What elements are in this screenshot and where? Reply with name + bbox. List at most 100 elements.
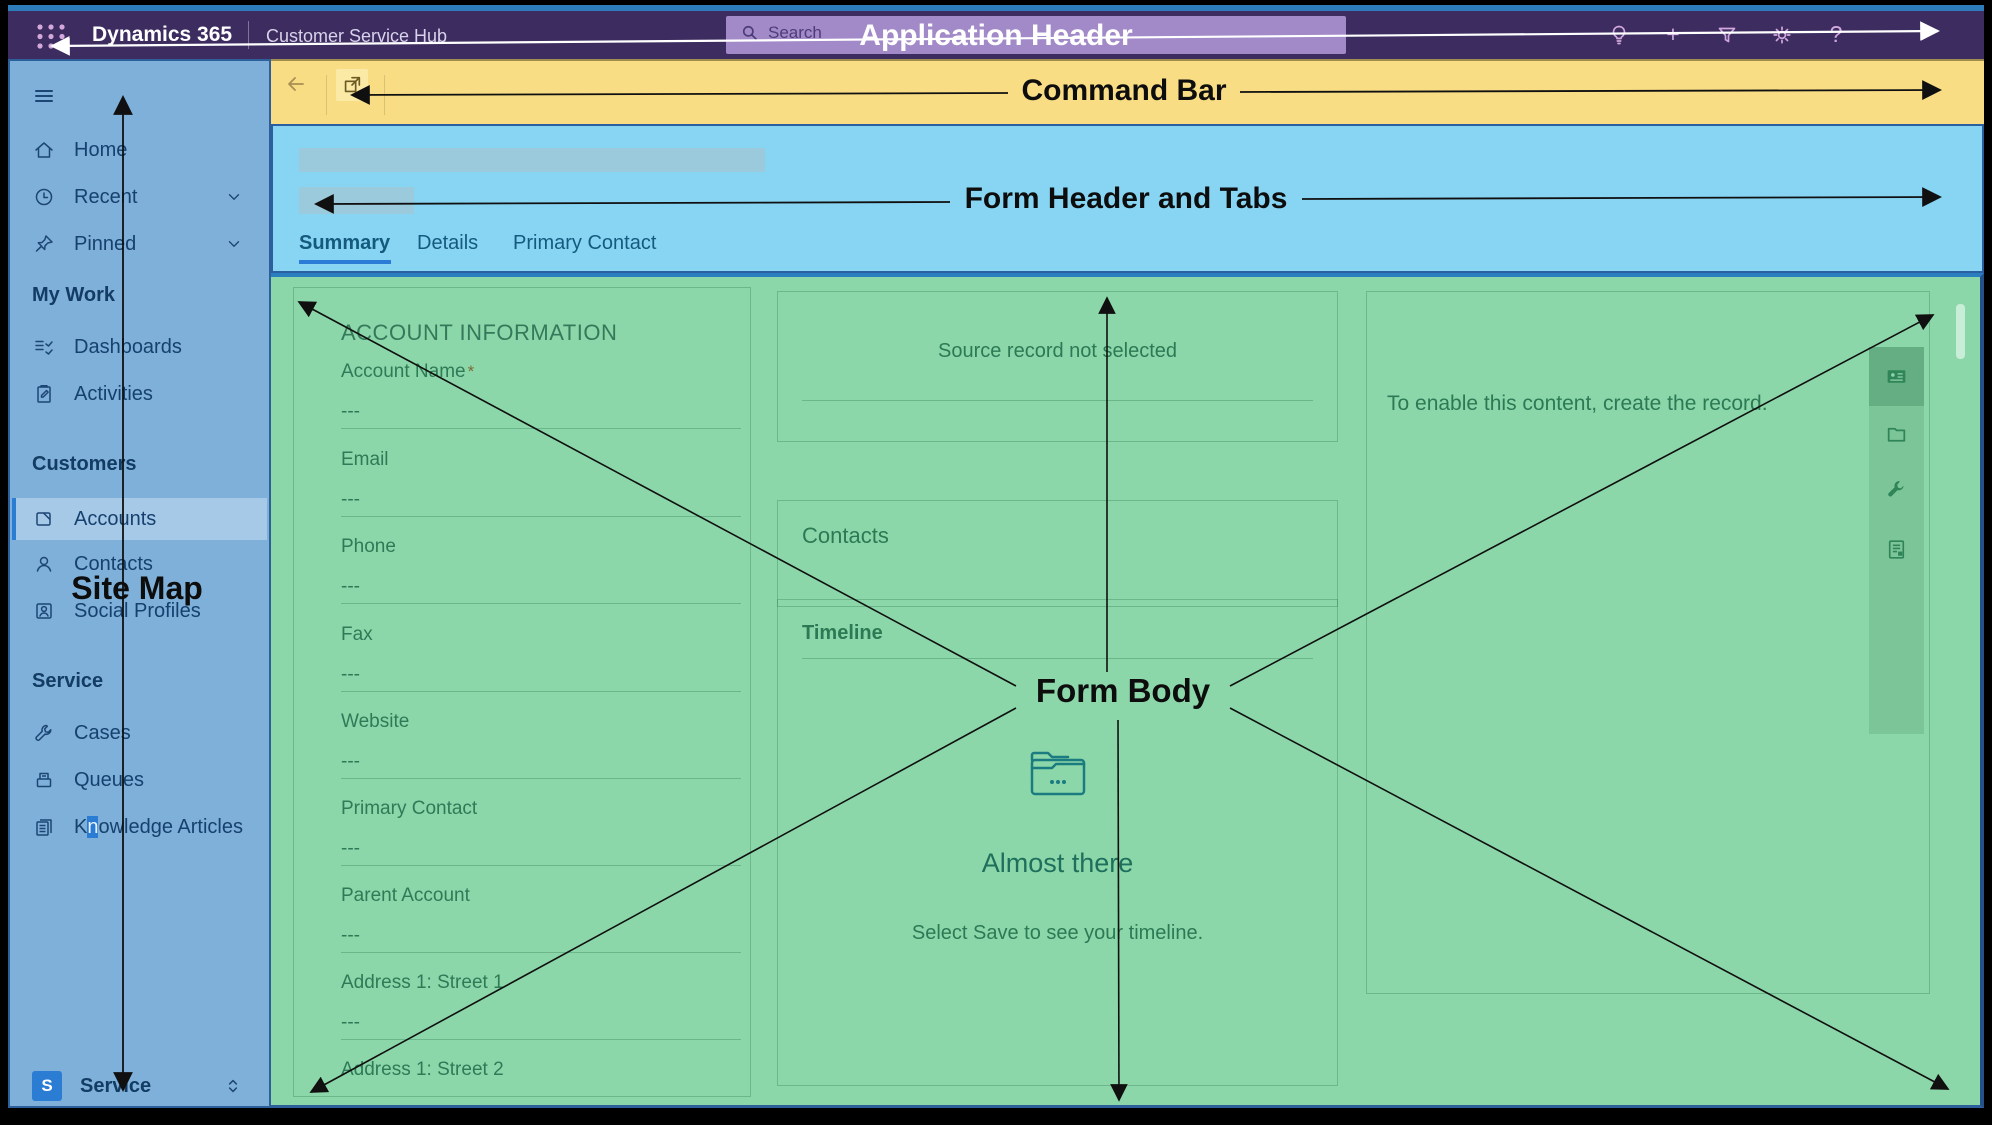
related-content-card: To enable this content, create the recor… <box>1366 291 1930 994</box>
header-divider <box>248 21 249 49</box>
field-label: Email <box>341 449 389 470</box>
folder-icon[interactable] <box>1884 422 1909 447</box>
application-header: Dynamics 365 Customer Service Hub Search… <box>8 11 1984 59</box>
contacts-icon <box>32 552 56 576</box>
field-value[interactable]: --- <box>341 838 360 859</box>
sidebar-item-knowledge-articles[interactable]: Knowledge Articles <box>12 808 267 846</box>
active-tab-underline <box>299 260 391 264</box>
sidebar-item-label: Recent <box>74 185 138 208</box>
sidebar-section-my-work: My Work <box>32 283 115 306</box>
field-label: Phone <box>341 536 396 557</box>
sidebar-item-label: Home <box>74 138 128 161</box>
area-switcher[interactable]: S Service <box>12 1064 267 1108</box>
brand-title[interactable]: Dynamics 365 <box>92 23 233 46</box>
search-icon <box>740 23 760 43</box>
chevron-up-down-icon <box>223 1076 243 1096</box>
required-marker: * <box>467 362 475 381</box>
field-row: Account Name* --- <box>341 361 741 429</box>
field-label: Fax <box>341 624 373 645</box>
chevron-down-icon[interactable] <box>225 188 243 206</box>
sidebar-item-contacts[interactable]: Contacts <box>12 545 267 583</box>
field-row: Website --- <box>341 711 741 779</box>
sidebar-item-social-profiles[interactable]: Social Profiles <box>12 592 267 630</box>
field-row: Email --- <box>341 449 741 517</box>
field-value[interactable]: --- <box>341 925 360 946</box>
sidebar-item-activities[interactable]: Activities <box>12 375 267 413</box>
field-value[interactable]: --- <box>341 751 360 772</box>
sidebar-item-recent[interactable]: Recent <box>12 178 267 216</box>
field-value[interactable]: --- <box>341 664 360 685</box>
header-skeleton-bar <box>299 148 765 172</box>
section-title: ACCOUNT INFORMATION <box>341 320 618 345</box>
tab-summary[interactable]: Summary <box>299 232 391 254</box>
field-row: Phone --- <box>341 536 741 604</box>
sitemap-toggle-button[interactable] <box>12 77 267 115</box>
sidebar-item-label: Cases <box>74 721 131 744</box>
help-icon[interactable]: ? <box>1829 21 1843 47</box>
form-tool-rail <box>1869 347 1924 734</box>
command-bar-separator <box>326 75 327 115</box>
sidebar-item-queues[interactable]: Queues <box>12 761 267 799</box>
field-row: Parent Account --- <box>341 885 741 953</box>
card-divider <box>802 400 1313 401</box>
field-value[interactable]: --- <box>341 1012 360 1033</box>
sidebar-item-label: Accounts <box>74 507 157 530</box>
wrench-icon[interactable] <box>1884 477 1909 502</box>
lightbulb-icon[interactable] <box>1607 23 1631 47</box>
sidebar-item-home[interactable]: Home <box>12 131 267 169</box>
sidebar-item-dashboards[interactable]: Dashboards <box>12 328 267 366</box>
filter-icon[interactable] <box>1715 23 1739 47</box>
field-value[interactable]: --- <box>341 489 360 510</box>
timeline-folder-icon <box>1026 744 1090 800</box>
sidebar-item-accounts[interactable]: Accounts <box>12 498 267 540</box>
timeline-empty-title: Almost there <box>981 848 1134 878</box>
hamburger-icon <box>32 84 56 108</box>
header-skeleton-bar <box>299 187 414 214</box>
accounts-icon <box>32 507 56 531</box>
form-header-region: Summary Details Primary Contact <box>271 124 1984 273</box>
account-information-card: ACCOUNT INFORMATION Account Name* --- Em… <box>293 287 751 1097</box>
field-label: Address 1: Street 1 <box>341 972 504 993</box>
search-placeholder: Search <box>768 23 822 42</box>
sidebar-item-cases[interactable]: Cases <box>12 714 267 752</box>
sidebar-item-label: Knowledge Articles <box>74 815 243 838</box>
sidebar-item-label: Pinned <box>74 232 137 255</box>
settings-icon[interactable] <box>1770 23 1794 47</box>
back-icon[interactable] <box>284 72 308 96</box>
sidebar-item-label: Activities <box>74 382 153 405</box>
waffle-icon[interactable] <box>36 23 66 50</box>
related-content-message: To enable this content, create the recor… <box>1387 392 1768 415</box>
source-record-card: Source record not selected <box>777 291 1338 442</box>
field-value[interactable]: --- <box>341 401 360 422</box>
sidebar-item-label: Social Profiles <box>74 599 201 622</box>
command-bar-region <box>271 59 1984 124</box>
knowledge-articles-icon <box>32 815 56 839</box>
contacts-card-title: Contacts <box>802 523 889 548</box>
site-map-region: Home Recent Pinned My Work Dash <box>8 59 271 1108</box>
contact-card-icon[interactable] <box>1884 364 1909 389</box>
search-box[interactable]: Search Application Header <box>726 16 1346 54</box>
field-row: Fax --- <box>341 624 741 692</box>
command-bar-separator <box>384 75 385 115</box>
home-icon <box>32 138 56 162</box>
timeline-empty-message: Select Save to see your timeline. <box>911 922 1204 944</box>
scrollbar-thumb[interactable] <box>1956 304 1965 359</box>
sidebar-item-pinned[interactable]: Pinned <box>12 225 267 263</box>
top-border-line <box>8 5 1984 11</box>
social-profiles-icon <box>32 599 56 623</box>
field-label: Account Name* <box>341 361 475 382</box>
recent-icon <box>32 185 56 209</box>
card-divider <box>802 658 1313 659</box>
chevron-down-icon[interactable] <box>225 235 243 253</box>
tab-details[interactable]: Details <box>417 232 479 254</box>
sidebar-item-label: Contacts <box>74 552 153 575</box>
field-label: Primary Contact <box>341 798 478 819</box>
contacts-card: Contacts <box>777 500 1338 607</box>
sidebar-section-customers: Customers <box>32 452 137 475</box>
tab-primary-contact[interactable]: Primary Contact <box>513 232 657 254</box>
add-icon[interactable]: + <box>1666 21 1680 47</box>
open-record-icon[interactable] <box>336 69 368 101</box>
notes-icon[interactable] <box>1884 537 1909 562</box>
app-name[interactable]: Customer Service Hub <box>266 26 448 46</box>
field-value[interactable]: --- <box>341 576 360 597</box>
